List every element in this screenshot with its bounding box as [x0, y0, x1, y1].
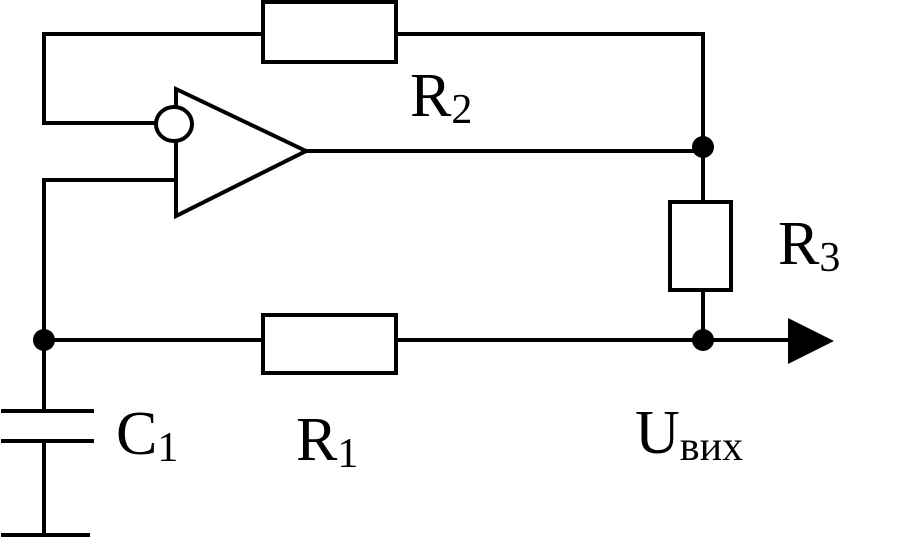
label-c1: C1 — [116, 400, 178, 471]
label-r1: R1 — [296, 406, 358, 477]
wire-r2-right — [394, 32, 705, 149]
label-r2: R2 — [410, 62, 472, 133]
junction-dot-r3-bottom — [692, 329, 714, 351]
resistor-r1 — [261, 313, 398, 375]
wire-r2-left — [42, 32, 265, 125]
opamp-triangle — [174, 85, 311, 220]
inverting-input-bubble — [154, 105, 194, 143]
label-r3: R3 — [778, 210, 840, 281]
wire-noninverting-input — [42, 178, 178, 342]
junction-dot-output — [692, 136, 714, 158]
label-output-voltage: Uвих — [635, 399, 743, 470]
resistor-r3 — [668, 200, 733, 292]
resistor-r2 — [261, 0, 398, 64]
junction-dot-left — [33, 329, 55, 351]
output-arrow-icon — [788, 318, 834, 364]
